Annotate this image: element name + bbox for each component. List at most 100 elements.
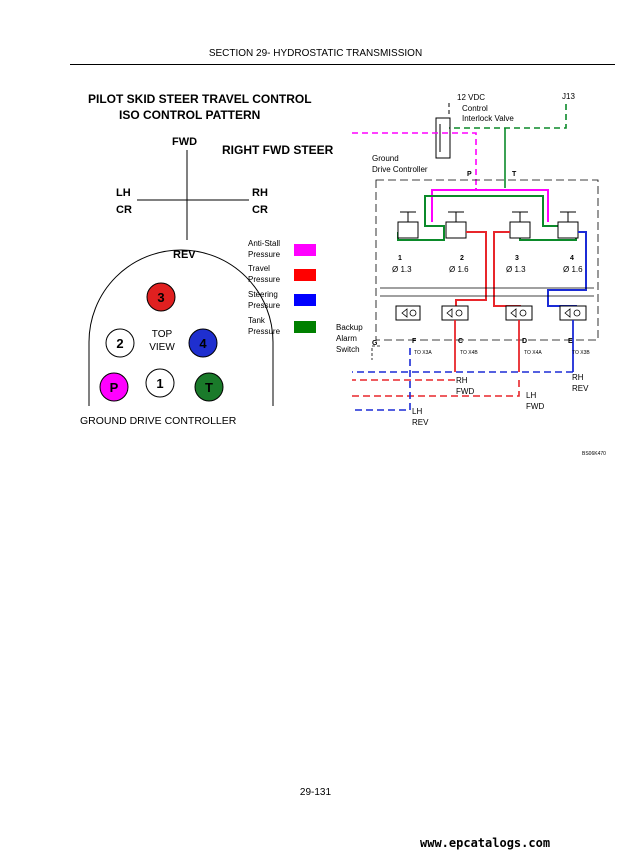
antistall-right-branch (476, 189, 549, 222)
legend-tank-2: Pressure (248, 327, 281, 336)
lh-rev-label-2: REV (412, 418, 429, 427)
gdc-label-2: Drive Controller (372, 165, 428, 174)
legend-tank-1: Tank (248, 316, 266, 325)
header-rule (70, 64, 615, 65)
letter-f: F (412, 338, 417, 345)
diagram-title-1: PILOT SKID STEER TRAVEL CONTROL (88, 92, 312, 106)
j13-label: J13 (562, 92, 575, 101)
legend-antistall-2: Pressure (248, 250, 281, 259)
watermark: www.epcatalogs.com (420, 836, 551, 850)
figure-code: BS06K470 (582, 451, 606, 457)
controller-outline (88, 249, 274, 406)
pilot-valve-4 (557, 211, 579, 239)
legend-antistall-swatch (294, 244, 316, 256)
valve-number-4: 4 (570, 255, 574, 262)
lh-rev-label-1: LH (412, 407, 422, 416)
gdc-box (375, 179, 599, 341)
orifice-3: Ø 1.3 (506, 265, 526, 274)
steering-line-4 (547, 231, 587, 316)
port-p-tag: P (467, 171, 472, 178)
pilot-valve-1 (397, 211, 419, 239)
legend-travel-1: Travel (248, 264, 270, 273)
shuttle-valve-f (395, 305, 421, 321)
letter-e: E (568, 338, 573, 345)
valve-number-3: 3 (515, 255, 519, 262)
travel-line-3 (493, 231, 521, 316)
letter-d: D (522, 338, 527, 345)
port-1-label: 1 (156, 376, 163, 391)
legend-tank-swatch (294, 321, 316, 333)
port-4-label: 4 (199, 336, 207, 351)
valve-label-2: Interlock Valve (462, 114, 514, 123)
pattern-rev-label: REV (173, 249, 196, 261)
port-2-label: 2 (116, 336, 123, 351)
lh-fwd-label-1: LH (526, 391, 536, 400)
pattern-rh-label: RH (252, 187, 268, 199)
orifice-4: Ø 1.6 (563, 265, 583, 274)
legend-steering-2: Pressure (248, 301, 281, 310)
controller-port-p (99, 372, 129, 402)
controller-port-1 (145, 368, 175, 398)
orifice-1: Ø 1.3 (392, 265, 412, 274)
orifice-2: Ø 1.6 (449, 265, 469, 274)
shuttle-valve-d (505, 305, 533, 321)
travel-line-2 (455, 231, 487, 316)
letter-c: C (458, 338, 463, 345)
lh-fwd-label-2: FWD (526, 402, 544, 411)
controller-port-2 (105, 328, 135, 358)
j13-wire (449, 104, 567, 129)
lh-rev-line (352, 348, 411, 411)
letter-g: G (372, 340, 378, 347)
antistall-supply-line (352, 132, 477, 188)
tank-left-branch (397, 195, 505, 241)
shuttle-valve-e (559, 305, 587, 321)
controller-port-3 (146, 282, 176, 312)
backup-label-1: Backup (336, 323, 363, 332)
legend-travel-2: Pressure (248, 275, 281, 284)
pattern-lh-label: LH (116, 187, 131, 199)
to-x4a-label: TO X4A (524, 350, 542, 356)
backup-label-3: Switch (336, 345, 360, 354)
rh-fwd-label-1: RH (456, 376, 468, 385)
top-view-label-1: TOP (152, 329, 173, 340)
rh-rev-label-1: RH (572, 373, 584, 382)
port-3-label: 3 (157, 290, 164, 305)
top-view-label-2: VIEW (149, 342, 175, 353)
legend-antistall-1: Anti-Stall (248, 239, 280, 248)
pattern-rh-cr-label: CR (252, 204, 268, 216)
rh-fwd-label-2: FWD (456, 387, 474, 396)
pattern-lh-cr-label: CR (116, 204, 132, 216)
pattern-fwd-label: FWD (172, 136, 197, 148)
shuttle-valve-c (441, 305, 469, 321)
right-fwd-steer-label: RIGHT FWD STEER (222, 143, 334, 157)
to-x3a-label: TO X3A (414, 350, 432, 356)
valve-number-2: 2 (460, 255, 464, 262)
gdc-label-1: Ground (372, 154, 399, 163)
page-number: 29-131 (299, 787, 332, 798)
rh-rev-label-2: REV (572, 384, 589, 393)
controller-port-t (194, 372, 224, 402)
to-x3b-label: TO X3B (572, 350, 590, 356)
pilot-valve-2 (445, 211, 467, 239)
lh-fwd-line (352, 380, 520, 397)
controller-port-4 (188, 328, 218, 358)
section-header: SECTION 29- HYDROSTATIC TRANSMISSION (208, 48, 423, 59)
port-t-tag: T (512, 171, 517, 178)
legend-steering-swatch (294, 294, 316, 306)
backup-label-2: Alarm (336, 334, 357, 343)
to-x4b-label: TO X4B (460, 350, 478, 356)
pilot-valve-3 (509, 211, 531, 239)
valve-number-1: 1 (398, 255, 402, 262)
voltage-label: 12 VDC (457, 93, 485, 102)
port-t-label: T (205, 380, 213, 395)
controller-caption: GROUND DRIVE CONTROLLER (80, 415, 237, 427)
backup-alarm-wire (371, 345, 380, 360)
port-p-label: P (110, 380, 119, 395)
diagram-title-2: ISO CONTROL PATTERN (119, 108, 260, 122)
interlock-valve (435, 117, 451, 159)
antistall-left-branch (431, 188, 477, 222)
valve-label-1: Control (462, 104, 488, 113)
legend-travel-swatch (294, 269, 316, 281)
legend-steering-1: Steering (248, 290, 278, 299)
